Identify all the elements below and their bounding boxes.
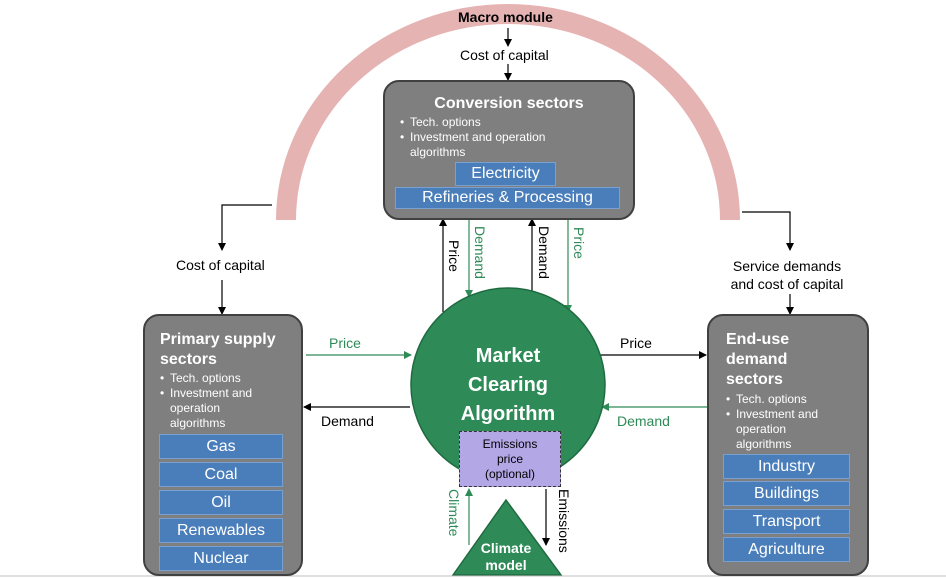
conv-price-label: Price [446, 240, 462, 272]
service-demands-label: Service demands and cost of capital [730, 258, 844, 292]
enduse-bullet: Tech. options [726, 392, 836, 407]
chip-buildings: Buildings [723, 481, 850, 506]
primary-demand-label: Demand [321, 413, 374, 429]
enduse-bullet: Investment and operation algorithms [726, 407, 836, 452]
climate-model-title: Climate model [480, 540, 532, 573]
chip-industry: Industry [723, 454, 850, 479]
primary-bullets: Tech. options Investment and operation a… [160, 371, 270, 431]
macro-module-title: Macro module [458, 9, 553, 25]
chip-coal: Coal [159, 462, 283, 487]
chip-agriculture: Agriculture [723, 537, 850, 562]
enduse-bullets: Tech. options Investment and operation a… [726, 392, 836, 452]
chip-transport: Transport [723, 509, 850, 534]
conv-price-green-label: Price [571, 227, 587, 259]
chip-electricity: Electricity [455, 162, 556, 186]
conversion-bullet: Tech. options [400, 115, 590, 130]
right-service-arrow [742, 211, 794, 251]
chip-refineries-processing: Refineries & Processing [395, 187, 620, 209]
macro-cost-of-capital-label: Cost of capital [460, 47, 549, 63]
macro-arc [276, 4, 740, 221]
primary-price-label: Price [329, 335, 361, 351]
climate-label: Climate [446, 489, 462, 537]
conv-demand-black-label: Demand [536, 226, 552, 279]
chip-oil: Oil [159, 490, 283, 515]
conversion-bullets: Tech. options Investment and operation a… [400, 115, 590, 160]
climate-triangle [451, 498, 563, 576]
conv-demand-green-label: Demand [472, 226, 488, 279]
chip-gas: Gas [159, 434, 283, 459]
primary-bullet: Investment and operation algorithms [160, 386, 270, 431]
chip-nuclear: Nuclear [159, 546, 283, 571]
enduse-price-label: Price [620, 335, 652, 351]
primary-bullet: Tech. options [160, 371, 270, 386]
enduse-demand-title: End-use demand sectors [726, 331, 790, 388]
left-cost-of-capital-label: Cost of capital [176, 257, 265, 273]
chip-renewables: Renewables [159, 518, 283, 543]
market-clearing-title: Market Clearing Algorithm [460, 345, 556, 425]
left-cost-arrow [218, 204, 272, 251]
enduse-demand-label: Demand [617, 413, 670, 429]
emissions-label: Emissions [556, 489, 572, 553]
conversion-bullet: Investment and operation algorithms [400, 130, 590, 160]
primary-supply-title: Primary supply sectors [160, 331, 276, 368]
conversion-sectors-title: Conversion sectors [434, 95, 584, 112]
emissions-price-box: Emissions price (optional) [459, 431, 561, 487]
